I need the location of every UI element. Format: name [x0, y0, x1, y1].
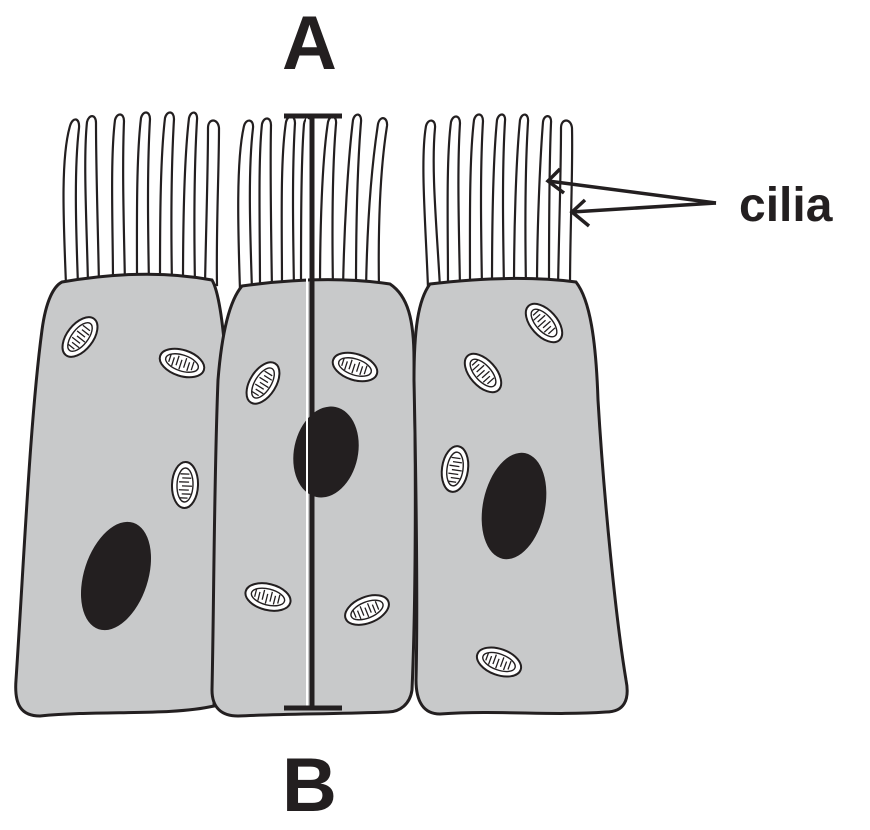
cilium: [160, 112, 174, 285]
label-a: A: [282, 6, 337, 82]
cilium: [85, 116, 99, 285]
cilium: [558, 121, 572, 289]
cilium: [282, 116, 295, 290]
cilium: [238, 121, 253, 290]
cilium: [112, 114, 125, 285]
cilium: [64, 119, 80, 285]
cilium: [514, 115, 528, 288]
cilium: [183, 113, 197, 285]
cilia-pointer-arrows: [548, 169, 716, 226]
cilium: [260, 118, 273, 290]
mitochondrion: [171, 462, 199, 509]
cilium: [537, 116, 551, 288]
cilium: [205, 121, 219, 286]
cilium: [470, 114, 483, 288]
cilium: [492, 114, 505, 288]
cilium: [423, 121, 440, 288]
cilium: [137, 112, 150, 285]
cilia-label: cilia: [739, 182, 832, 230]
cilium: [448, 116, 460, 288]
cilia-group: [64, 112, 573, 290]
cilium: [343, 115, 361, 290]
label-b: B: [282, 748, 337, 824]
cilium: [366, 118, 387, 290]
cilium: [320, 117, 336, 290]
